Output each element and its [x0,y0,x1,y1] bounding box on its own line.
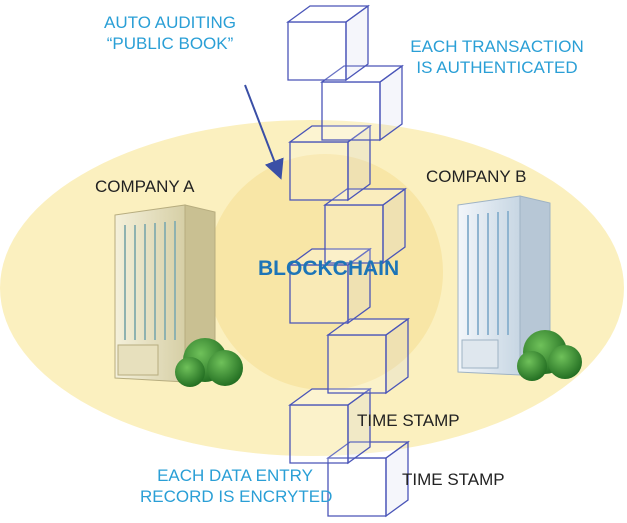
block-cube [286,4,370,82]
time-stamp-label-1: TIME STAMP [357,411,460,430]
time-stamp-label-2: TIME STAMP [402,470,505,489]
block-cube [323,187,407,265]
block-cube-face [347,124,371,202]
data-entry-line1: EACH DATA ENTRY [157,466,313,485]
block-cube-face [324,204,384,264]
block-cube-face [347,247,371,325]
block-cube [326,317,410,395]
block-cube-face [382,187,406,265]
each-transaction-line2: IS AUTHENTICATED [416,58,578,78]
block-cube-face [289,141,349,201]
block-cube-face [385,440,409,518]
auto-auditing-line2: “PUBLIC BOOK” [106,34,234,54]
block-cube-face [385,317,409,395]
block-cube-face [345,4,369,82]
block-cube [288,247,372,325]
block-chain [286,4,410,518]
blockchain-circle [207,154,443,390]
auto-auditing-label: AUTO AUDITING “PUBLIC BOOK” [95,12,245,55]
company-b-label: COMPANY B [426,167,527,186]
block-cube-face [347,387,371,465]
block-cube-face [321,81,381,141]
company-b-building-icon [457,195,551,376]
blockchain-label: BLOCKCHAIN [258,257,400,280]
block-cube-face [287,21,347,81]
block-cube-face [327,334,387,394]
each-transaction-line1: EACH TRANSACTION [410,37,584,56]
company-a-label: COMPANY A [95,177,195,196]
auto-auditing-line1: AUTO AUDITING [104,13,236,32]
pointer-arrow [244,84,284,180]
block-cube [288,124,372,202]
data-entry-label: EACH DATA ENTRY RECORD IS ENCRYTED [140,465,333,508]
data-entry-line2: RECORD IS ENCRYTED [140,487,333,507]
block-cube [320,64,404,142]
company-a-building-icon [114,204,216,383]
block-cube-face [327,457,387,517]
block-cube-face [379,64,403,142]
block-cube-face [289,404,349,464]
each-transaction-label: EACH TRANSACTION IS AUTHENTICATED [382,36,612,79]
company-b-bush-icon [517,330,582,381]
company-a-bush-icon [175,338,243,387]
